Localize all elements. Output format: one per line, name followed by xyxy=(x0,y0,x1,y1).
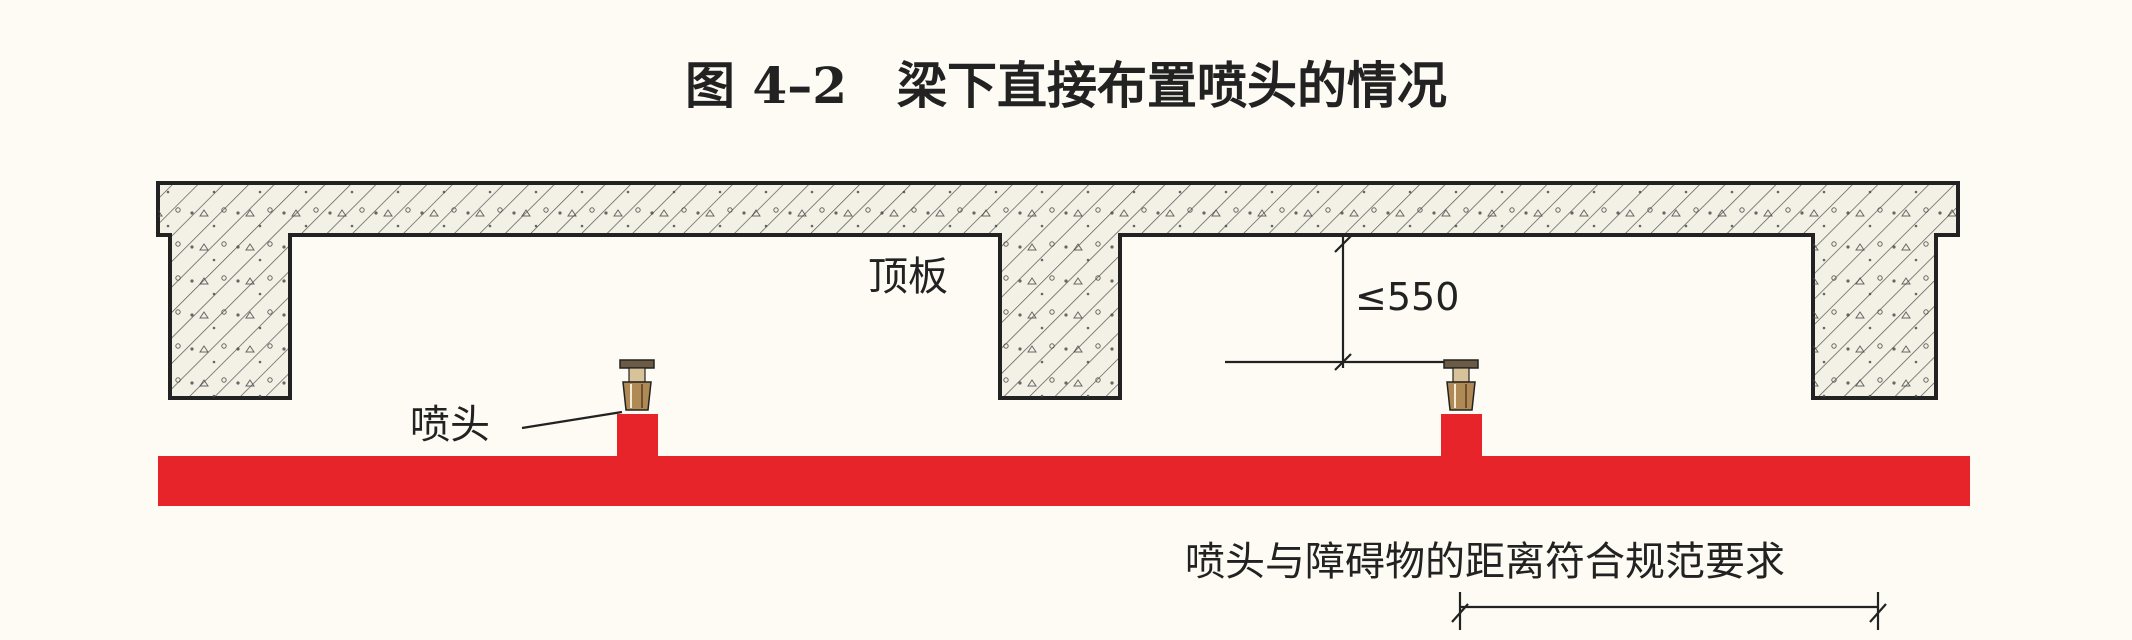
concrete-slab-with-beams xyxy=(156,181,1960,400)
sprinkler-head-icon xyxy=(1443,359,1479,411)
sprinkler-head-icon xyxy=(619,359,655,411)
roof-slab-label: 顶板 xyxy=(868,254,948,300)
clearance-dimension xyxy=(1225,235,1458,371)
sprinkler-label: 喷头 xyxy=(410,402,490,448)
water-pipe xyxy=(158,414,1970,506)
figure-title: 图 4–2 梁下直接布置喷头的情况 xyxy=(685,56,1447,115)
requirement-label: 喷头与障碍物的距离符合规范要求 xyxy=(1185,539,1785,585)
requirement-span-dimension xyxy=(1451,592,1887,630)
clearance-dimension-label: ≤550 xyxy=(1355,275,1459,319)
sprinkler-leader-line xyxy=(521,410,623,430)
